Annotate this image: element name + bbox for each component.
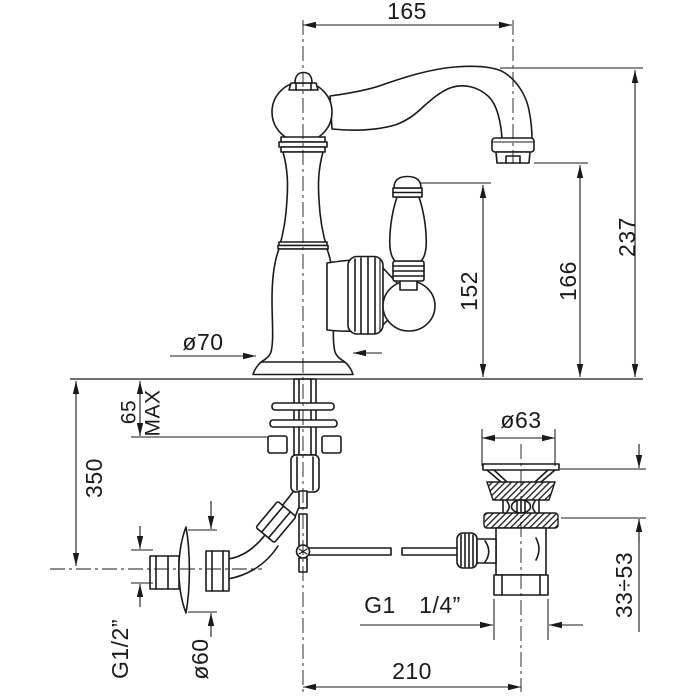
max-deck-suffix-label: MAX <box>141 389 164 436</box>
supply-connection <box>149 491 306 614</box>
valve-bonnet <box>347 255 384 335</box>
waste-thread-size-label: 1/4” <box>419 592 461 618</box>
wall-escutcheon <box>178 526 191 614</box>
supply-pipe <box>227 534 266 560</box>
centre-distance-label: 210 <box>392 658 432 684</box>
lever-handle <box>388 196 428 262</box>
waste-thread-prefix-label: G1 <box>364 592 396 618</box>
faucet-spout <box>329 65 535 164</box>
base-diameter-label: ø70 <box>182 329 223 355</box>
supply-nut <box>205 550 230 592</box>
finial <box>288 71 319 91</box>
waste-flange-diameter-label: ø63 <box>500 407 541 433</box>
coupling-sleeve <box>290 454 320 493</box>
lever-knob <box>392 175 423 198</box>
wall-nipple <box>149 555 180 590</box>
washer-lower <box>269 419 338 428</box>
centerlines <box>50 20 522 692</box>
basin-clamp-range-label: 33÷53 <box>611 552 637 618</box>
spout-reach-label: 165 <box>387 0 427 24</box>
mounting-shank <box>267 378 342 493</box>
dimension-labels: 165 237 166 152 350 65 MAX ø70 ø63 33÷53… <box>81 0 640 684</box>
mounting-nut-right <box>321 435 342 454</box>
wall-flange-diameter-label: ø60 <box>187 638 213 679</box>
extension-lines <box>70 67 646 640</box>
linkage-adjuster-knob <box>456 532 478 569</box>
max-deck-value-label: 65 <box>117 400 140 424</box>
below-deck-depth-label: 350 <box>81 458 107 498</box>
faucet-head <box>271 81 333 143</box>
lever-socket <box>476 538 497 564</box>
popup-waste <box>456 463 560 596</box>
handle-assembly <box>326 175 436 335</box>
popup-linkage <box>295 490 460 573</box>
overall-height-label: 237 <box>614 217 640 257</box>
supply-thread-label: G1/2” <box>107 619 133 679</box>
compression-fitting <box>255 501 297 543</box>
handle-height-label: 152 <box>456 271 482 311</box>
dimension-lines <box>72 21 643 691</box>
horizontal-link-rod <box>306 547 392 556</box>
outlet-height-label: 166 <box>555 261 581 301</box>
handle-stem-rings <box>392 260 425 282</box>
mounting-nut-left <box>267 435 288 454</box>
